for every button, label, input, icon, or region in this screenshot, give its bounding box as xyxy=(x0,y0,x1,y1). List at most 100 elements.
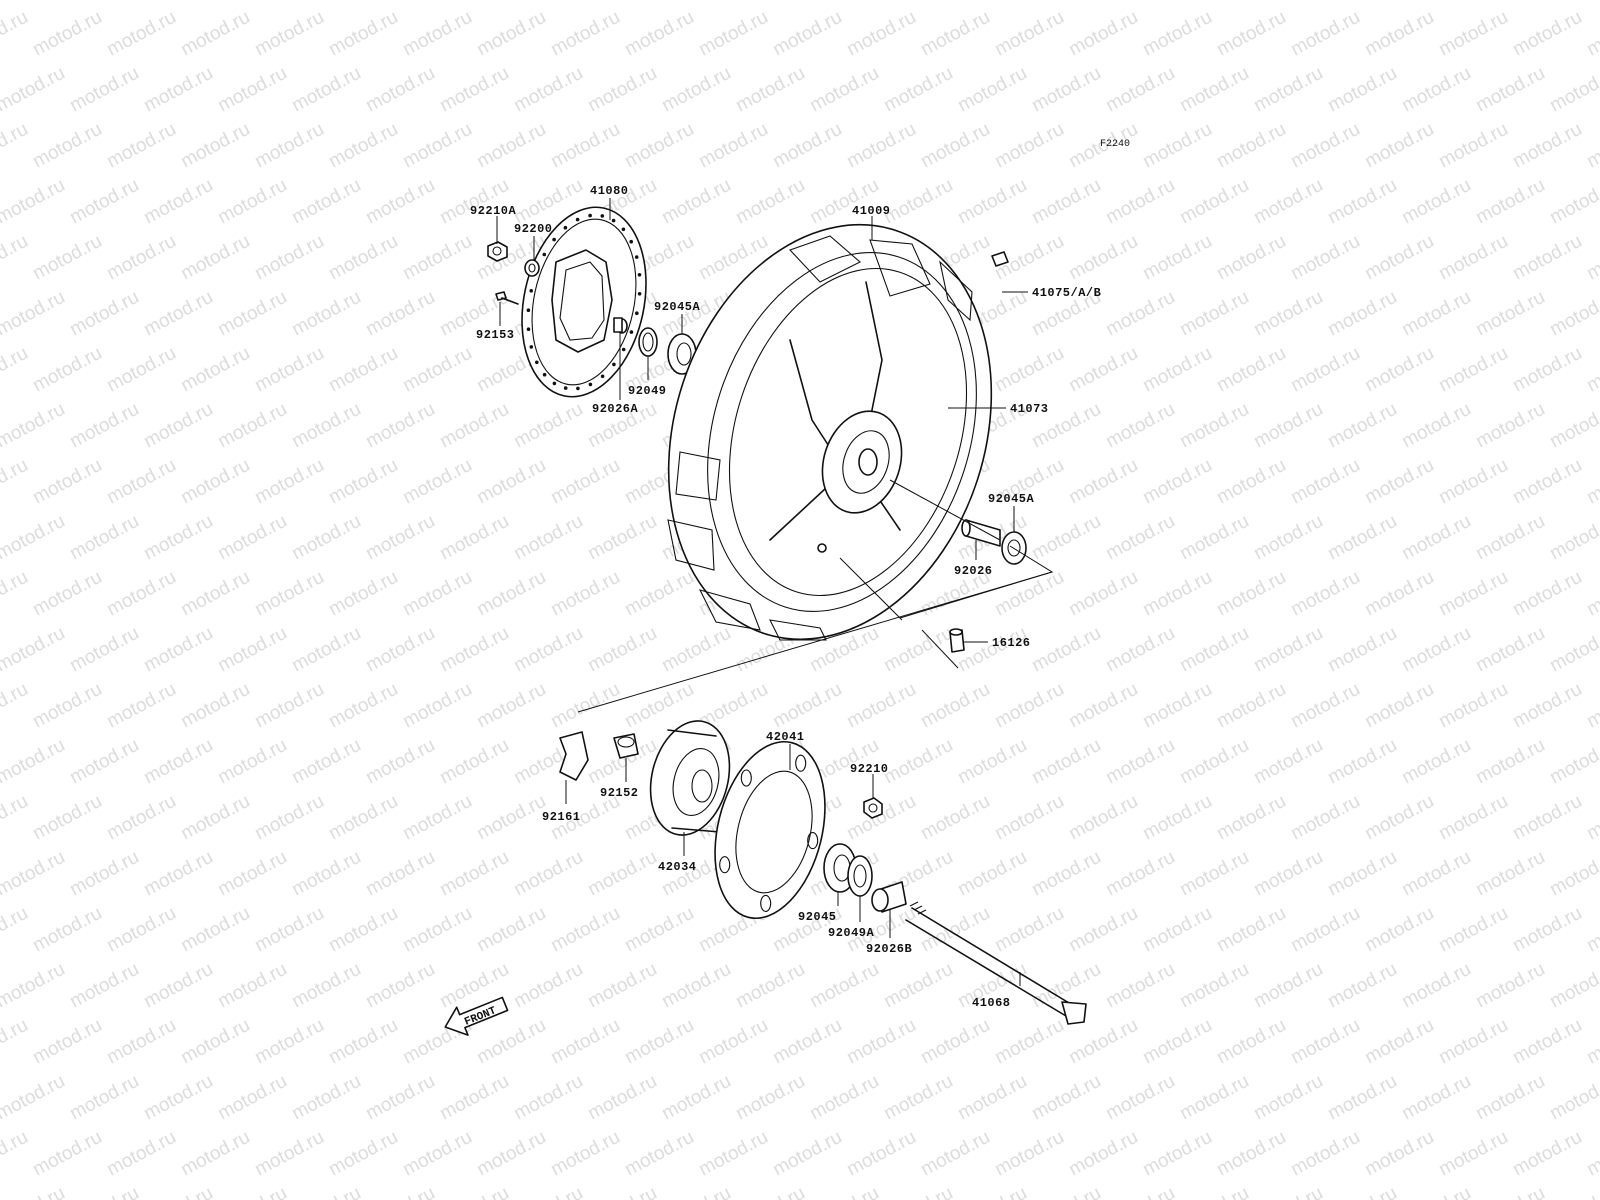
watermark-text: motod.ru xyxy=(399,679,475,733)
watermark-text: motod.ru xyxy=(29,7,105,61)
watermark-text: motod.ru xyxy=(66,175,142,229)
watermark-text: motod.ru xyxy=(1435,791,1511,845)
watermark-text: motod.ru xyxy=(584,847,660,901)
watermark-text: motod.ru xyxy=(1065,1127,1141,1181)
watermark-text: motod.ru xyxy=(251,567,327,621)
watermark-text: motod.ru xyxy=(325,791,401,845)
watermark-text: motod.ru xyxy=(1583,791,1600,845)
label-92152: 92152 xyxy=(600,786,639,800)
watermark-text: motod.ru xyxy=(362,0,438,4)
watermark-text: motod.ru xyxy=(66,735,142,789)
watermark-text: motod.ru xyxy=(954,735,1030,789)
watermark-text: motod.ru xyxy=(399,231,475,285)
watermark-text: motod.ru xyxy=(1398,847,1474,901)
watermark-text: motod.ru xyxy=(1361,119,1437,173)
watermark-text: motod.ru xyxy=(399,119,475,173)
watermark-text: motod.ru xyxy=(880,1071,956,1125)
watermark-text: motod.ru xyxy=(1176,287,1252,341)
watermark-text: motod.ru xyxy=(29,791,105,845)
watermark-text: motod.ru xyxy=(1028,0,1104,4)
watermark-text: motod.ru xyxy=(1250,959,1326,1013)
collar-92026B xyxy=(871,881,907,913)
figure-code: F2240 xyxy=(1100,139,1130,150)
watermark-text: motod.ru xyxy=(621,1015,697,1069)
watermark-text: motod.ru xyxy=(1361,903,1437,957)
watermark-text: motod.ru xyxy=(1250,1071,1326,1125)
label-16126: 16126 xyxy=(992,636,1031,650)
watermark-text: motod.ru xyxy=(103,343,179,397)
watermark-text: motod.ru xyxy=(806,1183,882,1200)
watermark-text: motod.ru xyxy=(325,1015,401,1069)
watermark-text: motod.ru xyxy=(251,1127,327,1181)
watermark-text: motod.ru xyxy=(880,1183,956,1200)
disc-hole xyxy=(526,308,531,313)
watermark-text: motod.ru xyxy=(991,791,1067,845)
disc-hole xyxy=(600,214,605,218)
watermark-text: motod.ru xyxy=(1583,455,1600,509)
watermark-text: motod.ru xyxy=(362,175,438,229)
watermark-text: motod.ru xyxy=(1509,455,1585,509)
watermark-text: motod.ru xyxy=(288,623,364,677)
watermark-text: motod.ru xyxy=(1028,511,1104,565)
watermark-text: motod.ru xyxy=(1509,343,1585,397)
label-92026: 92026 xyxy=(954,564,993,578)
label-41009: 41009 xyxy=(852,204,891,218)
watermark-text: motod.ru xyxy=(1065,791,1141,845)
watermark-text: motod.ru xyxy=(1287,1127,1363,1181)
watermark-text: motod.ru xyxy=(1176,0,1252,4)
watermark-text: motod.ru xyxy=(0,567,32,621)
watermark-text: motod.ru xyxy=(806,1071,882,1125)
watermark-text: motod.ru xyxy=(214,511,290,565)
watermark-text: motod.ru xyxy=(1250,735,1326,789)
watermark-text: motod.ru xyxy=(103,679,179,733)
watermark-text: motod.ru xyxy=(1139,231,1215,285)
watermark-text: motod.ru xyxy=(1065,567,1141,621)
watermark-text: motod.ru xyxy=(843,119,919,173)
watermark-text: motod.ru xyxy=(251,1015,327,1069)
watermark-text: motod.ru xyxy=(1398,175,1474,229)
watermark-text: motod.ru xyxy=(325,567,401,621)
watermark-text: motod.ru xyxy=(1287,1015,1363,1069)
watermark-text: motod.ru xyxy=(214,847,290,901)
watermark-text: motod.ru xyxy=(0,455,32,509)
watermark-text: motod.ru xyxy=(769,1127,845,1181)
watermark-text: motod.ru xyxy=(399,7,475,61)
watermark-text: motod.ru xyxy=(214,623,290,677)
watermark-text: motod.ru xyxy=(769,679,845,733)
collar-92026A xyxy=(613,317,628,334)
watermark-text: motod.ru xyxy=(1065,903,1141,957)
disc-hole xyxy=(635,311,639,316)
watermark-text: motod.ru xyxy=(1583,903,1600,957)
watermark-text: motod.ru xyxy=(29,567,105,621)
watermark-text: motod.ru xyxy=(1509,231,1585,285)
watermark-text: motod.ru xyxy=(103,7,179,61)
watermark-text: motod.ru xyxy=(1324,847,1400,901)
watermark-text: motod.ru xyxy=(436,399,512,453)
damper-92161 xyxy=(559,731,589,781)
watermark-text: motod.ru xyxy=(1324,1071,1400,1125)
watermark-text: motod.ru xyxy=(29,1127,105,1181)
watermark-text: motod.ru xyxy=(1028,847,1104,901)
disc-hole xyxy=(552,381,557,386)
watermark-text: motod.ru xyxy=(140,399,216,453)
watermark-text: motod.ru xyxy=(769,7,845,61)
watermark-text: motod.ru xyxy=(1361,7,1437,61)
watermark-text: motod.ru xyxy=(1398,959,1474,1013)
watermark-text: motod.ru xyxy=(251,119,327,173)
watermark-text: motod.ru xyxy=(1398,63,1474,117)
watermark-text: motod.ru xyxy=(954,63,1030,117)
watermark-text: motod.ru xyxy=(362,1183,438,1200)
watermark-text: motod.ru xyxy=(695,7,771,61)
watermark-text: motod.ru xyxy=(584,0,660,4)
watermark-text: motod.ru xyxy=(510,0,586,4)
watermark-text: motod.ru xyxy=(991,679,1067,733)
watermark-text: motod.ru xyxy=(362,959,438,1013)
watermark-text: motod.ru xyxy=(991,1015,1067,1069)
watermark-text: motod.ru xyxy=(1176,1071,1252,1125)
disc-hole xyxy=(611,218,616,223)
watermark-text: motod.ru xyxy=(1028,735,1104,789)
watermark-text: motod.ru xyxy=(658,1071,734,1125)
sprocket-hole xyxy=(795,754,807,772)
watermark-text: motod.ru xyxy=(473,119,549,173)
watermark-text: motod.ru xyxy=(1250,847,1326,901)
